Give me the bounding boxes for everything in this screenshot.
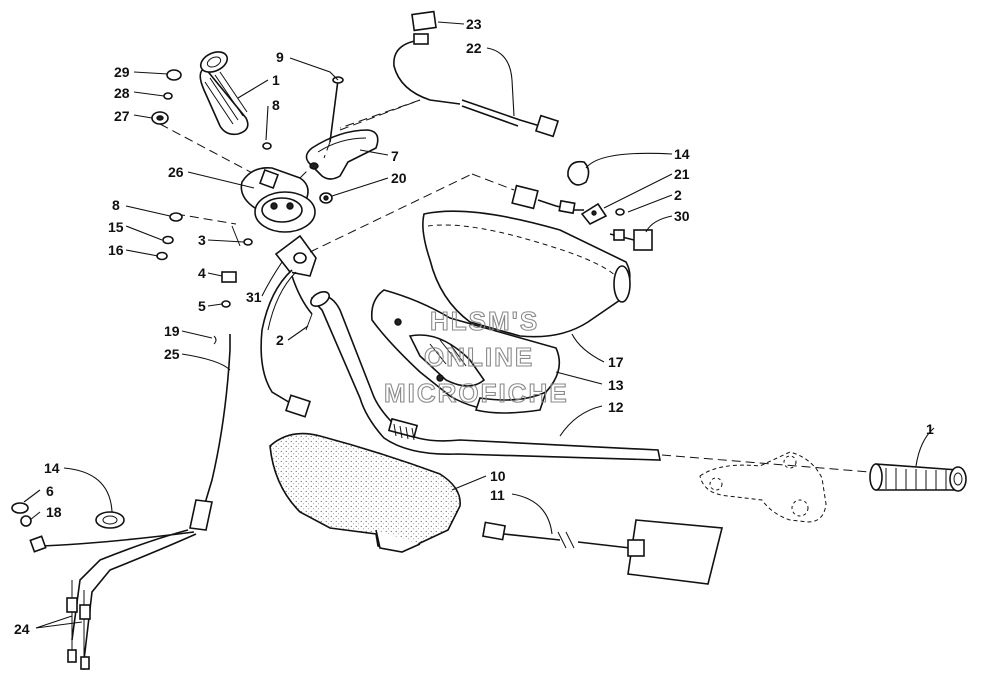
callout-28: 28 (114, 85, 130, 101)
callout-8-lower: 8 (112, 197, 120, 213)
leader-lines (23, 21, 935, 629)
callout-6: 6 (46, 483, 54, 499)
callout-5: 5 (198, 298, 206, 314)
watermark-line-2: ONLINE (424, 342, 534, 372)
throttle-cable-25 (11, 334, 231, 670)
callout-21: 21 (674, 166, 690, 182)
callout-4: 4 (198, 265, 206, 281)
callout-30: 30 (674, 208, 690, 224)
assembly-lines (309, 99, 473, 253)
watermark: HLSM'S ONLINE MICROFICHE (383, 305, 569, 408)
callout-25: 25 (164, 346, 180, 362)
callout-23: 23 (466, 16, 482, 32)
handlebar-pad-10 (269, 432, 461, 553)
callout-1-right-grip: 1 (926, 421, 934, 437)
throttle-lever (262, 76, 379, 180)
callout-11: 11 (490, 487, 505, 503)
callout-15: 15 (108, 219, 124, 235)
callout-labels: 29 28 27 1 8 9 23 22 7 26 20 14 21 2 30 … (14, 16, 934, 637)
watermark-line-1: HLSM'S (430, 306, 539, 336)
callout-20: 20 (391, 170, 407, 186)
callout-2-lower: 2 (276, 332, 284, 348)
left-handlebar-grip (199, 51, 249, 136)
callout-10: 10 (490, 468, 506, 484)
callout-27: 27 (114, 108, 130, 124)
callout-3: 3 (198, 232, 206, 248)
mounting-plate-21 (580, 202, 625, 226)
harness-connector (471, 173, 584, 215)
connector-30 (609, 229, 653, 251)
heater-element-11 (482, 519, 724, 585)
callout-13: 13 (608, 377, 624, 393)
callout-8-upper: 8 (272, 97, 280, 113)
callout-16: 16 (108, 242, 124, 258)
callout-2-upper: 2 (674, 187, 682, 203)
handlebar-12 (310, 290, 871, 473)
callout-17: 17 (608, 354, 624, 370)
callout-19: 19 (164, 323, 180, 339)
hand-warmer-cover-17 (422, 210, 631, 338)
callout-9: 9 (276, 49, 284, 65)
callout-12: 12 (608, 399, 624, 415)
callout-29: 29 (114, 64, 130, 80)
right-handlebar-grip (869, 463, 967, 492)
hand-guard-13 (370, 289, 561, 414)
wire-clip-14 (567, 160, 590, 186)
watermark-line-3: MICROFICHE (384, 378, 569, 408)
callout-22: 22 (466, 40, 482, 56)
heater-wire-22 (339, 10, 560, 138)
callout-24: 24 (14, 621, 30, 637)
callout-26: 26 (168, 164, 184, 180)
cap-and-washers (151, 69, 259, 177)
callout-31: 31 (246, 289, 262, 305)
callout-18: 18 (46, 504, 62, 520)
washer-nut-stack (156, 212, 253, 308)
callout-14-upper: 14 (674, 146, 690, 162)
switch-harness-31 (260, 269, 313, 418)
throttle-housing (175, 166, 333, 277)
callout-1-left-grip: 1 (272, 72, 280, 88)
callout-7: 7 (391, 148, 399, 164)
callout-14-lower: 14 (44, 460, 60, 476)
right-throttle-block-ghost (699, 451, 827, 523)
